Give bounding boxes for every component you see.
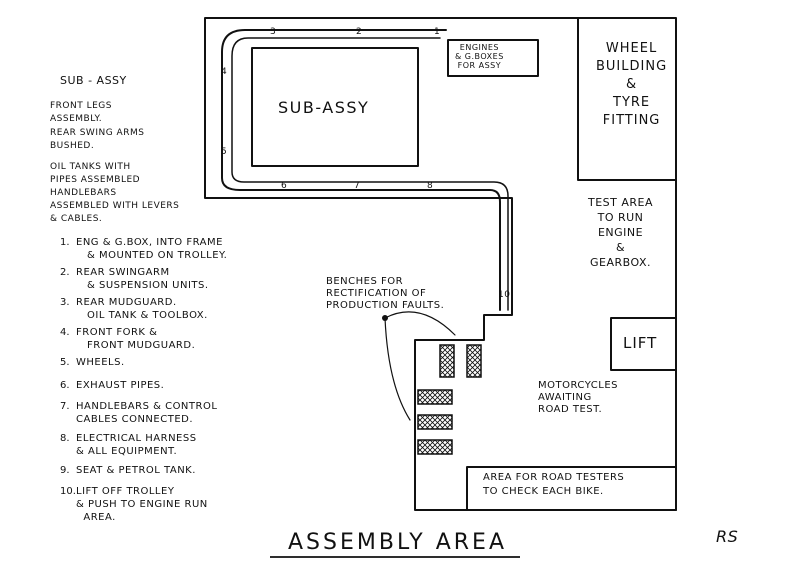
step-item: 2.REAR SWINGARM & SUSPENSION UNITS.	[60, 267, 209, 291]
step-item: 1.ENG & G.BOX, INTO FRAME & MOUNTED ON T…	[60, 237, 228, 261]
note-front-legs: FRONT LEGS ASSEMBLY.	[50, 101, 112, 124]
step-item: 3.REAR MUDGUARD. OIL TANK & TOOLBOX.	[60, 297, 208, 321]
sub-assy-heading: SUB - ASSY	[60, 74, 127, 87]
trolley-track-inner	[231, 37, 509, 311]
track-number-10: 10	[498, 290, 511, 300]
test-area-label: TEST AREA TO RUN ENGINE & GEARBOX.	[588, 196, 654, 269]
benches-label: BENCHES FOR RECTIFICATION OF PRODUCTION …	[326, 276, 445, 311]
step-item: 8.ELECTRICAL HARNESS & ALL EQUIPMENT.	[60, 433, 197, 457]
road-testers-label: AREA FOR ROAD TESTERS TO CHECK EACH BIKE…	[483, 472, 625, 497]
sub-assy-box	[251, 47, 419, 167]
track-number-8: 8	[427, 181, 434, 191]
bench-5	[417, 439, 453, 455]
initials: RS	[716, 527, 739, 546]
step-item: 10.LIFT OFF TROLLEY & PUSH TO ENGINE RUN…	[60, 486, 208, 523]
note-oil-tanks: OIL TANKS WITH PIPES ASSEMBLED HANDLEBAR…	[50, 162, 180, 224]
track-number-4: 4	[221, 67, 228, 77]
lift-label: LIFT	[623, 334, 658, 352]
step-item: 4.FRONT FORK & FRONT MUDGUARD.	[60, 327, 196, 351]
bench-connector	[384, 311, 456, 336]
step-item: 5.WHEELS.	[60, 357, 125, 368]
step-item: 7.HANDLEBARS & CONTROL CABLES CONNECTED.	[60, 401, 218, 425]
track-number-1: 1	[434, 27, 441, 37]
track-number-3: 3	[270, 27, 277, 37]
track-number-6: 6	[281, 181, 288, 191]
wheel-building-label: WHEEL BUILDING & TYRE FITTING	[596, 41, 668, 128]
lift-box	[610, 317, 677, 371]
sub-assy-label: SUB-ASSY	[278, 98, 370, 117]
wheel-building-boundary	[577, 17, 677, 181]
step-item: 6.EXHAUST PIPES.	[60, 380, 165, 391]
motorcycles-label: MOTORCYCLES AWAITING ROAD TEST.	[538, 380, 619, 415]
engines-box	[447, 39, 539, 77]
trolley-track-outer	[221, 29, 501, 311]
bench-4	[417, 414, 453, 430]
assembly-steps-list: 1.ENG & G.BOX, INTO FRAME & MOUNTED ON T…	[60, 236, 320, 528]
bench-connector-left	[384, 317, 411, 421]
bench-2	[466, 344, 482, 378]
track-number-7: 7	[354, 181, 361, 191]
track-number-2: 2	[356, 27, 363, 37]
bench-1	[439, 344, 455, 378]
page-title: ASSEMBLY AREA	[288, 530, 508, 555]
note-rear-swing-arms: REAR SWING ARMS BUSHED.	[50, 128, 145, 151]
track-number-5: 5	[221, 147, 228, 157]
step-item: 9.SEAT & PETROL TANK.	[60, 465, 196, 476]
road-testers-box	[466, 466, 677, 511]
engines-label: ENGINES & G.BOXES FOR ASSY	[455, 43, 504, 70]
bench-3	[417, 389, 453, 405]
